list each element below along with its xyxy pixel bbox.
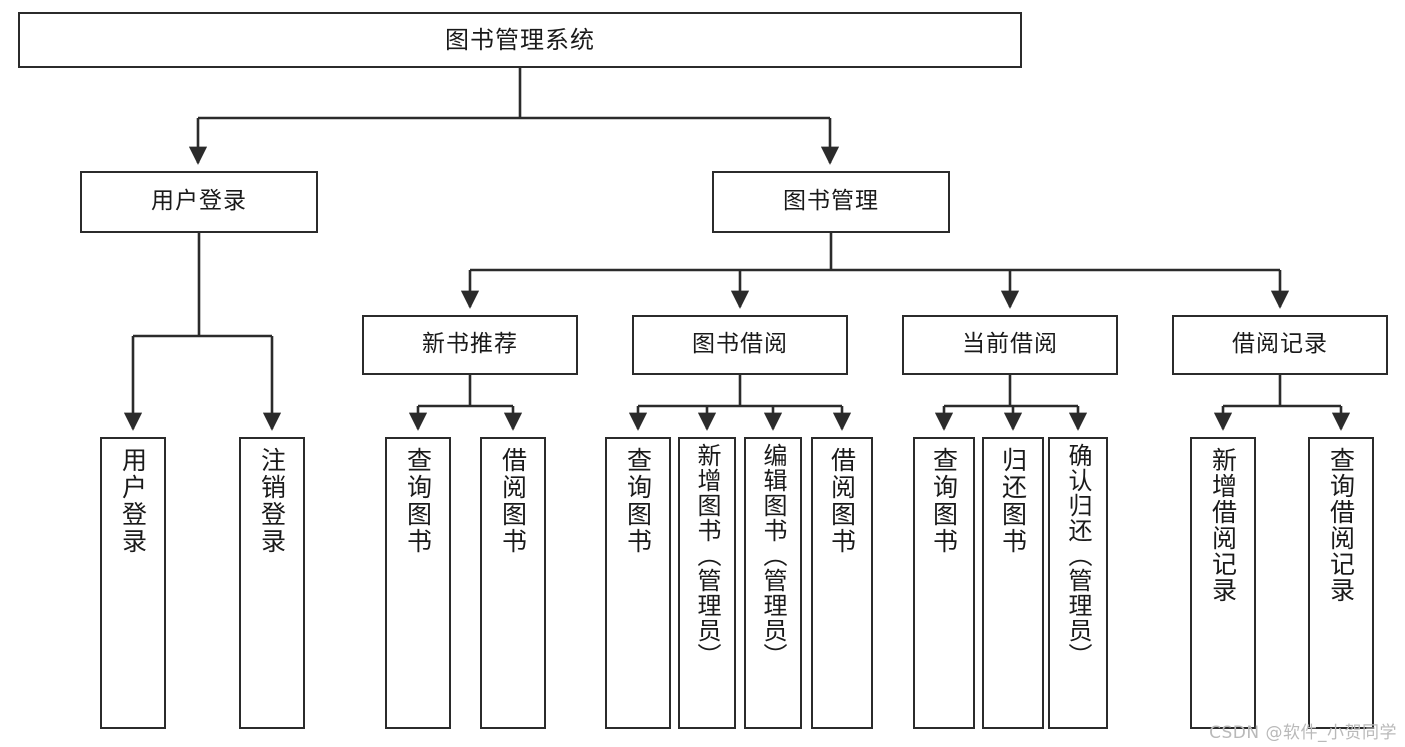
node-borrow-record-label: 借阅记录 [1232, 331, 1328, 358]
node-leaf-query-record-label: 查询借阅记录 [1326, 447, 1356, 603]
node-leaf-borrow-book-1-label: 借阅图书 [498, 447, 528, 555]
node-leaf-return-book[interactable]: 归还图书 [982, 437, 1044, 729]
node-leaf-borrow-book-1[interactable]: 借阅图书 [480, 437, 546, 729]
node-leaf-query-book-3[interactable]: 查询图书 [913, 437, 975, 729]
node-new-book-recommend[interactable]: 新书推荐 [362, 315, 578, 375]
node-book-manage[interactable]: 图书管理 [712, 171, 950, 233]
node-book-borrow[interactable]: 图书借阅 [632, 315, 848, 375]
node-leaf-return-book-label: 归还图书 [998, 447, 1028, 555]
node-leaf-add-book[interactable]: 新增图书（管理员） [678, 437, 736, 729]
node-leaf-query-book-1-label: 查询图书 [403, 447, 433, 555]
node-user-login-label: 用户登录 [151, 188, 247, 215]
node-leaf-borrow-book-2-label: 借阅图书 [827, 447, 857, 555]
node-leaf-user-logout-label: 注销登录 [257, 447, 287, 555]
node-leaf-user-login-label: 用户登录 [118, 447, 148, 555]
node-book-borrow-label: 图书借阅 [692, 331, 788, 358]
node-user-login[interactable]: 用户登录 [80, 171, 318, 233]
node-book-manage-label: 图书管理 [783, 188, 879, 215]
node-leaf-user-login[interactable]: 用户登录 [100, 437, 166, 729]
node-current-borrow-label: 当前借阅 [962, 331, 1058, 358]
node-leaf-query-book-2[interactable]: 查询图书 [605, 437, 671, 729]
node-leaf-add-book-label: 新增图书（管理员） [693, 443, 721, 668]
node-leaf-edit-book[interactable]: 编辑图书（管理员） [744, 437, 802, 729]
csdn-watermark: CSDN @软件_小贺同学 [1209, 723, 1397, 743]
node-leaf-add-record[interactable]: 新增借阅记录 [1190, 437, 1256, 729]
node-leaf-query-book-1[interactable]: 查询图书 [385, 437, 451, 729]
node-leaf-add-record-label: 新增借阅记录 [1208, 447, 1238, 603]
node-leaf-edit-book-label: 编辑图书（管理员） [759, 443, 787, 668]
node-leaf-confirm-return-label: 确认归还（管理员） [1064, 443, 1092, 668]
node-current-borrow[interactable]: 当前借阅 [902, 315, 1118, 375]
node-leaf-query-book-2-label: 查询图书 [623, 447, 653, 555]
node-leaf-query-book-3-label: 查询图书 [929, 447, 959, 555]
node-new-book-recommend-label: 新书推荐 [422, 331, 518, 358]
node-root-label: 图书管理系统 [445, 25, 595, 54]
node-borrow-record[interactable]: 借阅记录 [1172, 315, 1388, 375]
node-leaf-user-logout[interactable]: 注销登录 [239, 437, 305, 729]
node-leaf-query-record[interactable]: 查询借阅记录 [1308, 437, 1374, 729]
node-leaf-borrow-book-2[interactable]: 借阅图书 [811, 437, 873, 729]
node-root[interactable]: 图书管理系统 [18, 12, 1022, 68]
node-leaf-confirm-return[interactable]: 确认归还（管理员） [1048, 437, 1108, 729]
